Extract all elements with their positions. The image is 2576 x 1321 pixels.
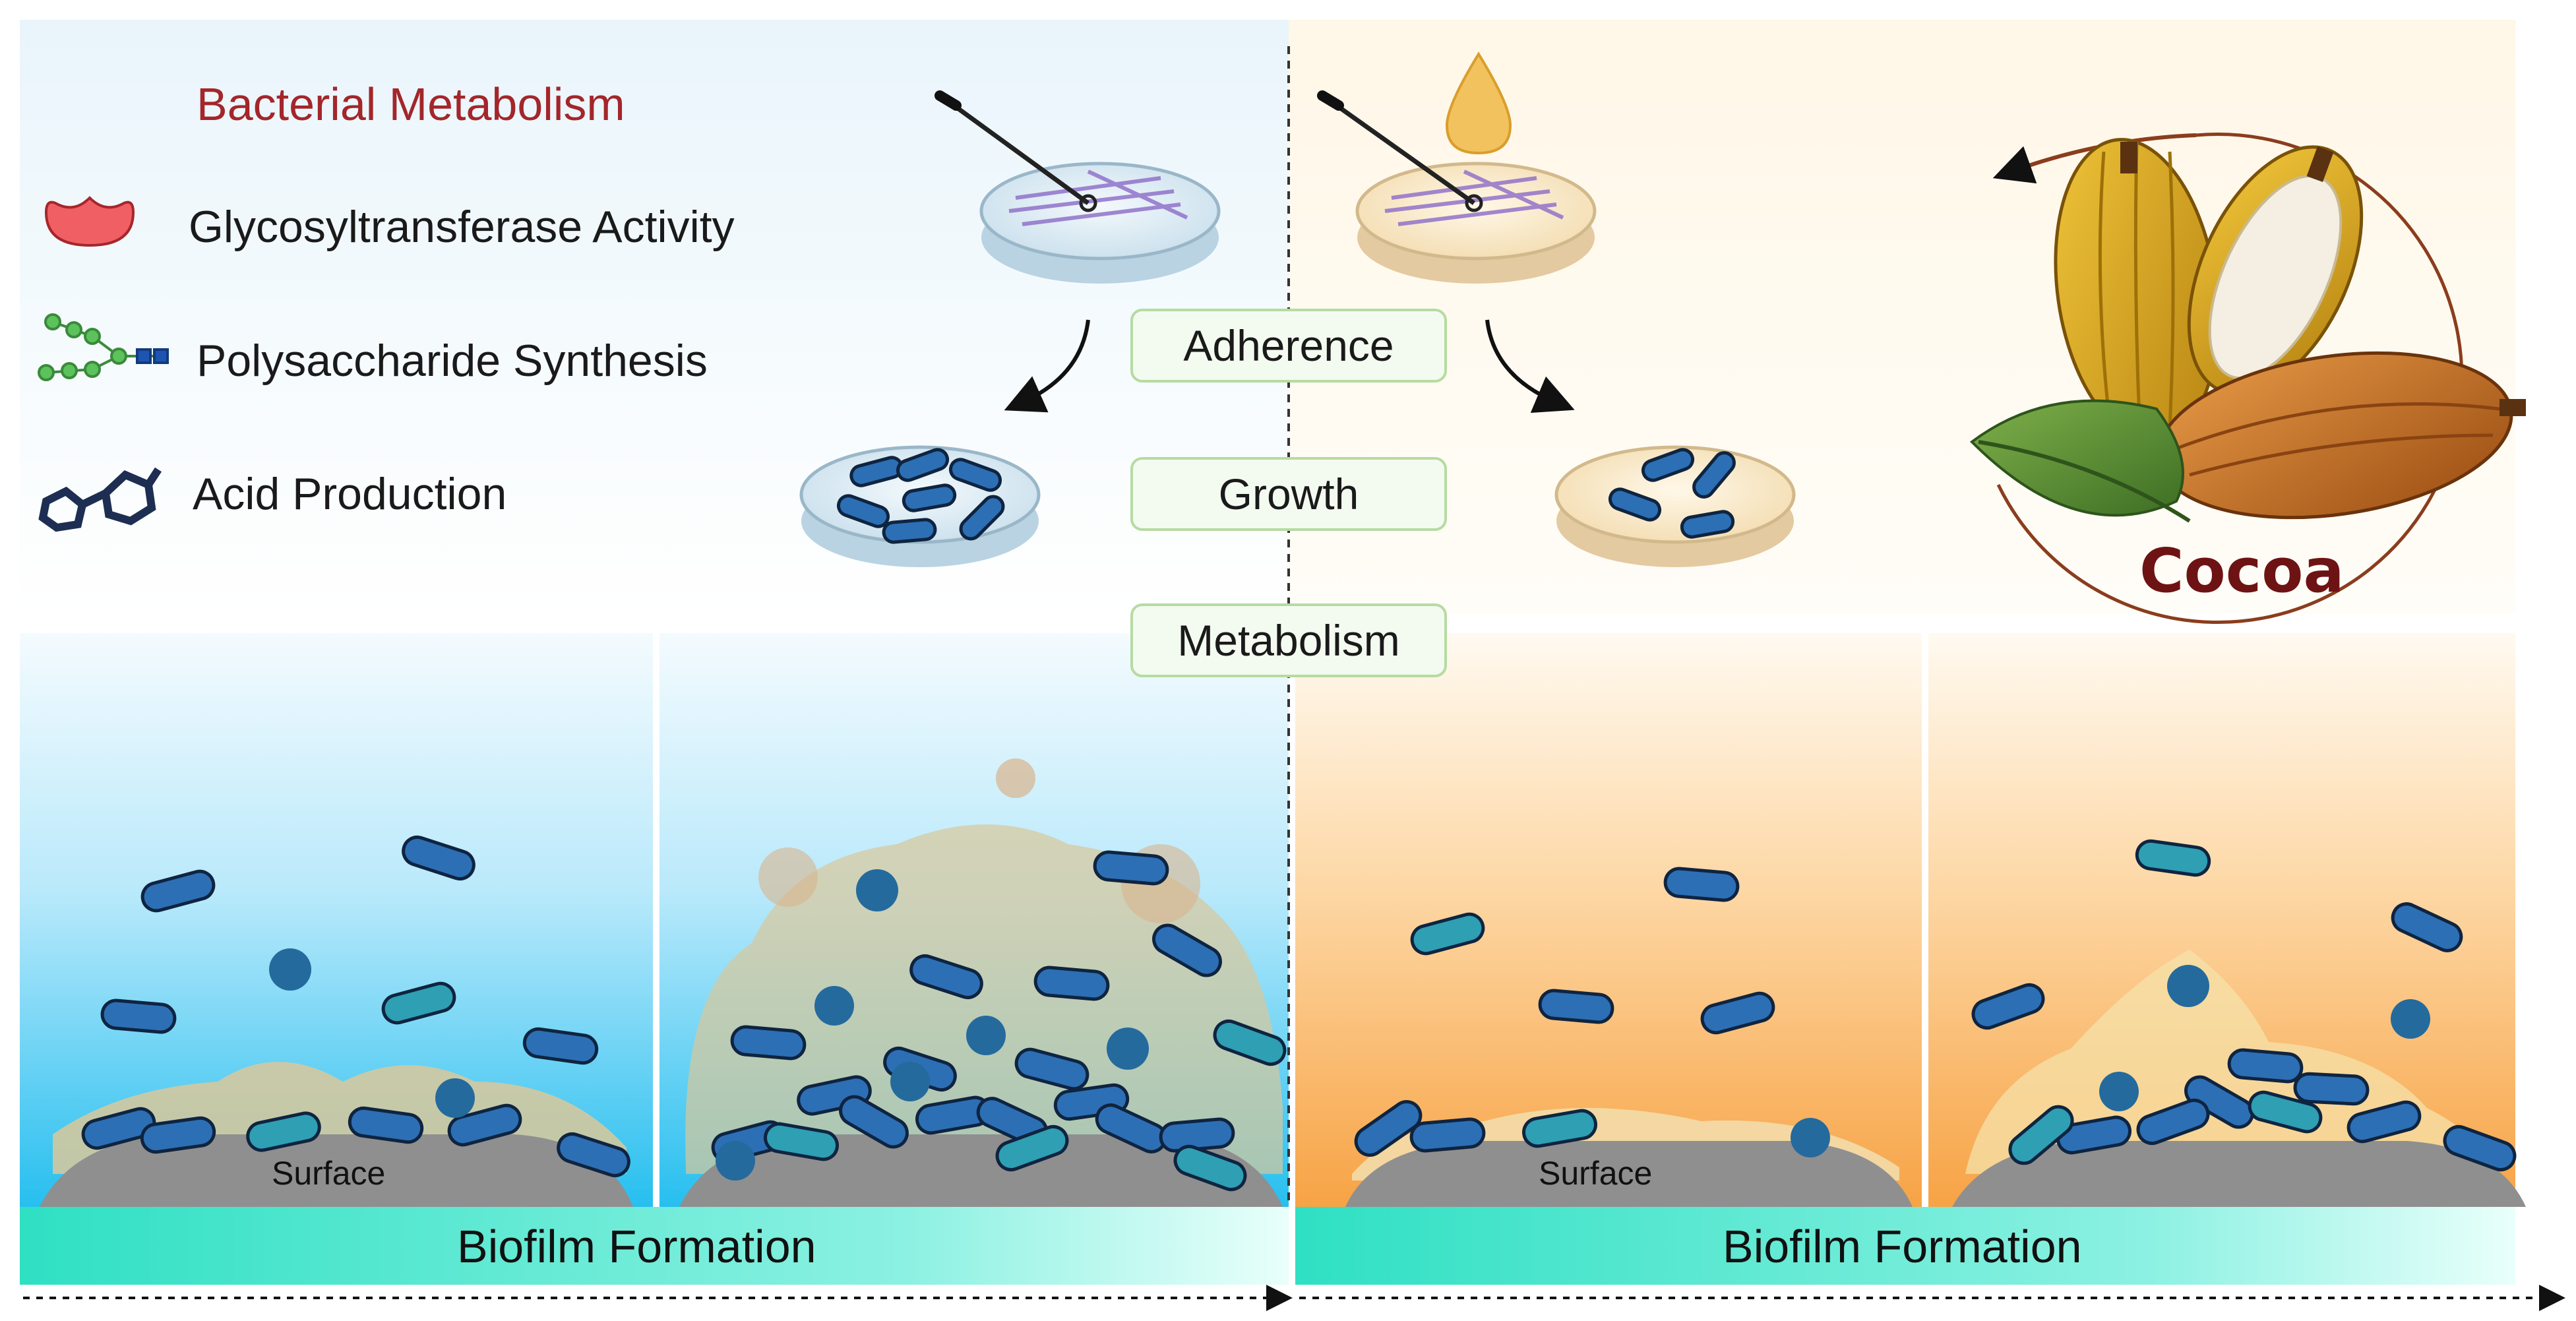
surface-label-right: Surface xyxy=(1539,1155,1653,1192)
biofilm-formation-label-left: Biofilm Formation xyxy=(457,1221,816,1272)
biofilm-panel-left-1 xyxy=(40,835,633,1207)
cocoa-label: Cocoa xyxy=(2139,536,2345,606)
arrow-to-left-dish xyxy=(1004,319,1090,413)
cocoa-cycle-arrow xyxy=(1996,133,2464,625)
biofilm-band-left xyxy=(20,1207,1289,1285)
biofilm-panel-right-1 xyxy=(1345,867,1913,1207)
arrow-to-right-dish xyxy=(1485,319,1575,413)
step-growth: Growth xyxy=(1130,457,1447,531)
surface-label-left: Surface xyxy=(272,1155,386,1192)
biofilm-panel-right-2 xyxy=(1952,839,2526,1207)
legend-glycosyltransferase-label: Glycosyltransferase Activity xyxy=(189,202,735,252)
petri-dish-streak-right xyxy=(1317,51,1597,284)
legend-polysaccharide-label: Polysaccharide Synthesis xyxy=(197,336,708,386)
diagram-title: Bacterial Metabolism xyxy=(197,78,625,130)
cocoa-drop-icon xyxy=(1445,51,1512,155)
left-panel-top-bg xyxy=(20,20,1289,613)
glycosyltransferase-icon xyxy=(44,196,135,247)
legend-acid-label: Acid Production xyxy=(193,469,507,519)
polysaccharide-chain-icon xyxy=(38,313,169,381)
step-metabolism: Metabolism xyxy=(1130,603,1447,677)
petri-dish-streak-left xyxy=(935,90,1221,284)
cocoa-pods-illustration xyxy=(1969,138,2526,523)
petri-dish-growth-right xyxy=(1554,445,1796,567)
acid-molecule-icon xyxy=(38,467,162,532)
biofilm-panel-left-2 xyxy=(679,758,1287,1207)
biofilm-formation-label-right: Biofilm Formation xyxy=(1723,1221,2082,1272)
step-adherence: Adherence xyxy=(1130,309,1447,383)
biofilm-band-right xyxy=(1295,1207,2515,1285)
petri-dish-growth-left xyxy=(799,445,1041,567)
